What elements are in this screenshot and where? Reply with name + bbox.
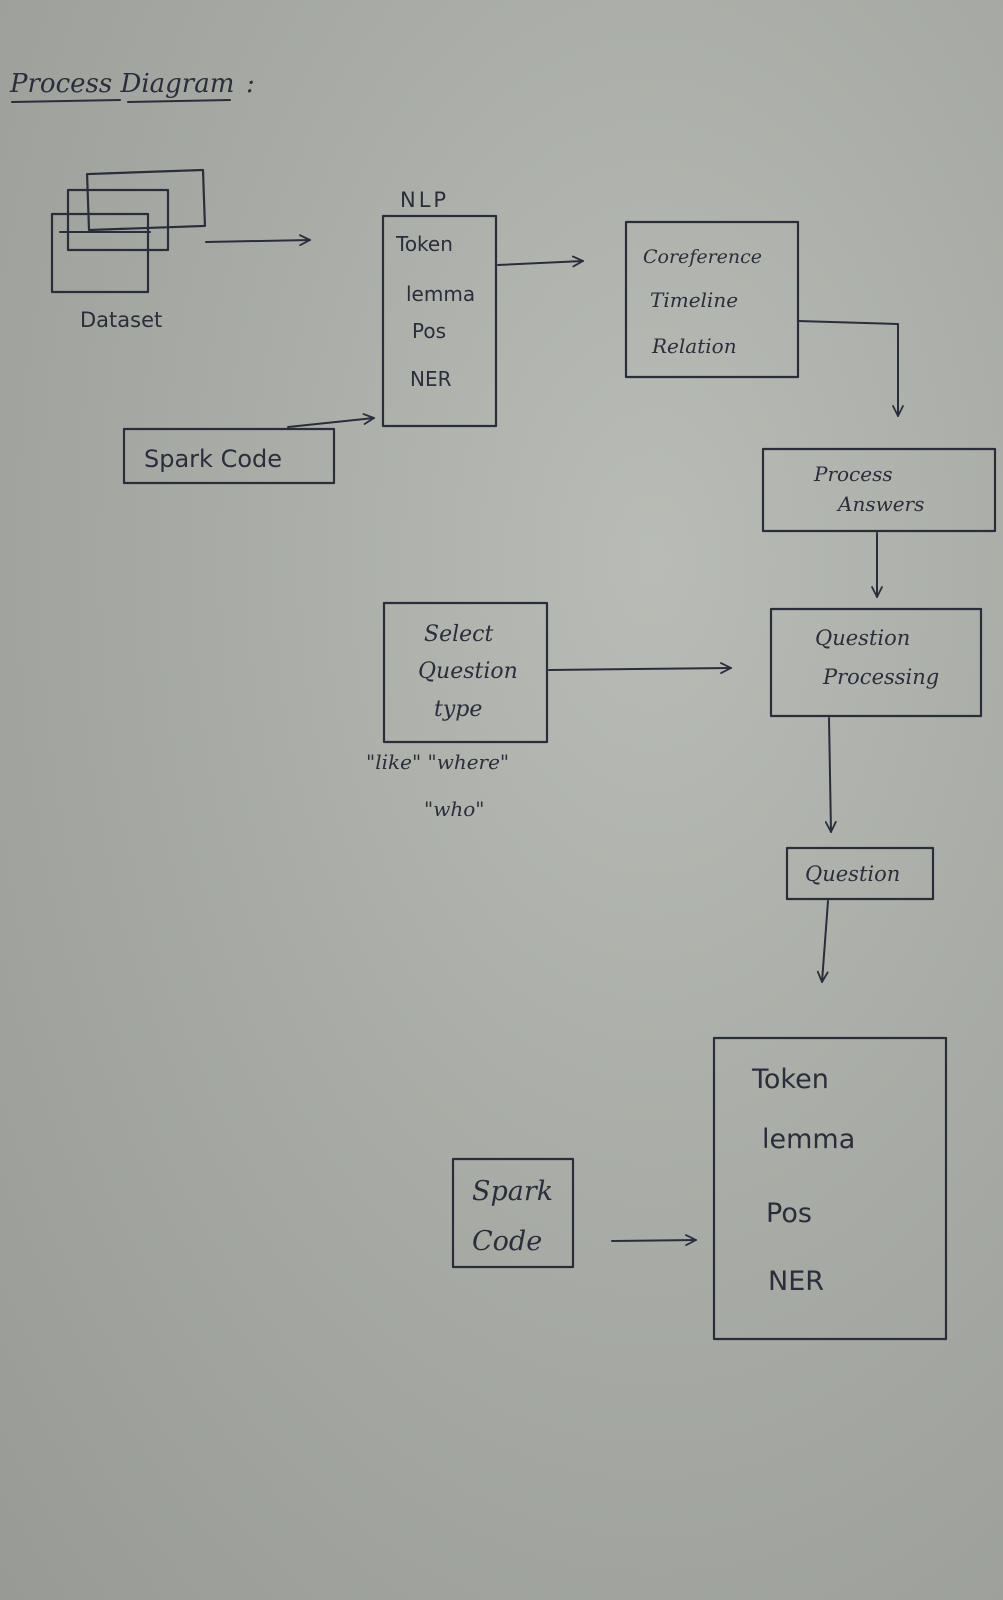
spark-code-top-box xyxy=(122,427,336,485)
spark-code-bottom-box xyxy=(451,1157,575,1269)
select-question-box xyxy=(382,601,549,744)
title-underline-1 xyxy=(11,99,121,103)
select-question-line-2: Question xyxy=(418,659,518,684)
diagram-title-group: Process Diagram : xyxy=(9,69,255,103)
arrow-spark-bottom-to-nlp-bottom xyxy=(611,1234,697,1247)
nlp-item-token: Token xyxy=(395,232,453,256)
nlp-item-lemma: lemma xyxy=(406,282,475,306)
question-processing-box xyxy=(769,607,983,718)
coreference-item-relation: Relation xyxy=(651,334,737,358)
arrow-question-to-nlp-bottom xyxy=(816,900,829,983)
spark-code-bottom-line-1: Spark xyxy=(472,1176,553,1207)
spark-code-top-label: Spark Code xyxy=(144,445,282,473)
arrow-select-to-question-processing xyxy=(548,662,732,675)
arrow-dataset-to-nlp xyxy=(205,234,311,247)
question-type-examples-1: "like" "where" xyxy=(366,750,509,774)
select-question-line-3: type xyxy=(434,697,482,722)
select-question-line-1: Select xyxy=(424,622,493,647)
nlp-bottom-item-ner: NER xyxy=(768,1266,824,1297)
arrow-nlp-to-coreference xyxy=(497,255,584,268)
nlp-bottom-box xyxy=(712,1036,948,1341)
question-processing-line-1: Question xyxy=(815,626,910,650)
nlp-box xyxy=(381,214,498,428)
diagram-title-colon: : xyxy=(246,69,255,99)
arrow-spark-to-nlp xyxy=(287,413,375,428)
coreference-item-coreference: Coreference xyxy=(643,246,762,268)
arrow-coreference-to-process-answers xyxy=(797,320,904,417)
diagram-title: Process Diagram xyxy=(9,69,234,99)
coreference-item-timeline: Timeline xyxy=(650,288,738,312)
nlp-bottom-item-token: Token xyxy=(751,1064,829,1095)
arrow-question-processing-to-question xyxy=(824,717,837,833)
spark-code-bottom-line-2: Code xyxy=(472,1226,542,1257)
question-type-examples-2: "who" xyxy=(424,797,484,821)
dataset-label: Dataset xyxy=(80,308,162,332)
nlp-heading: NLP xyxy=(400,188,449,212)
question-label: Question xyxy=(805,862,900,886)
coreference-box xyxy=(624,220,800,379)
nlp-bottom-item-pos: Pos xyxy=(766,1198,812,1229)
process-answers-line-1: Process xyxy=(813,462,893,486)
question-processing-line-2: Processing xyxy=(822,665,939,689)
process-answers-box xyxy=(761,447,997,533)
nlp-bottom-item-lemma: lemma xyxy=(762,1124,855,1155)
nlp-item-pos: Pos xyxy=(412,319,446,343)
nlp-item-ner: NER xyxy=(410,367,452,391)
question-box xyxy=(785,846,935,901)
title-underline-2 xyxy=(127,99,231,103)
dataset-icon xyxy=(50,168,207,294)
process-answers-line-2: Answers xyxy=(836,492,924,516)
